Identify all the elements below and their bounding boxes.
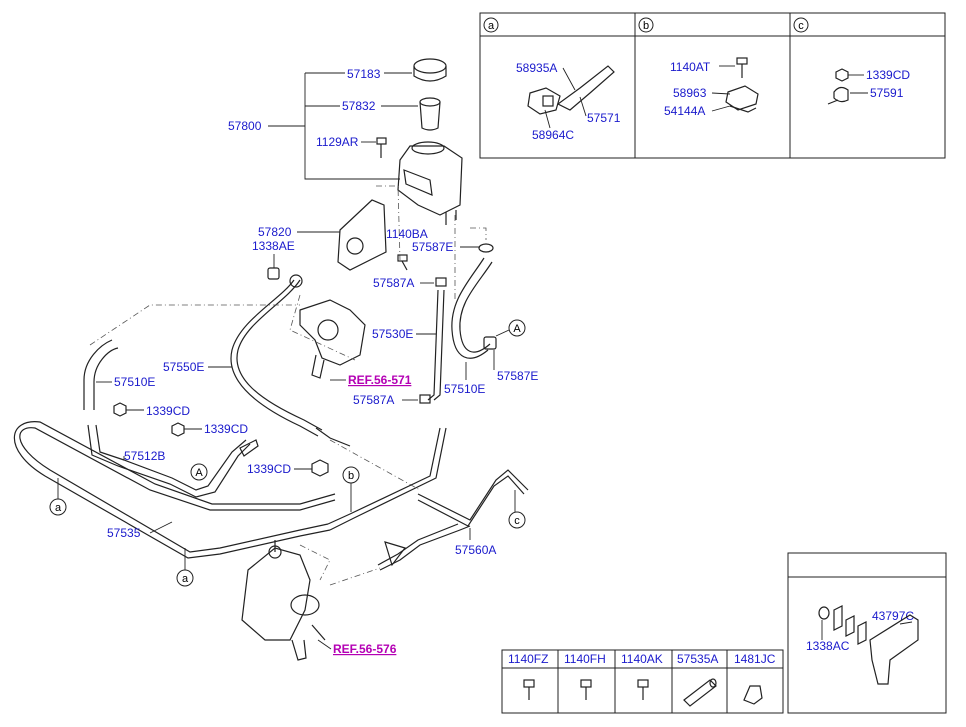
label-57587A-bottom: 57587A <box>353 393 394 407</box>
label-1140BA: 1140BA <box>386 227 428 241</box>
label-57512B: 57512B <box>124 449 165 463</box>
bolt-1140AK-drawing <box>637 679 649 700</box>
table-header-b: b <box>643 20 649 32</box>
label-57820: 57820 <box>258 225 292 239</box>
callout-a-left: a <box>55 502 62 514</box>
label-1338AC: 1338AC <box>806 639 850 653</box>
header-1140AK: 1140AK <box>621 652 663 666</box>
reservoir-cap-drawing <box>413 58 447 82</box>
label-1140AT: 1140AT <box>670 60 711 74</box>
hose-57550E-drawing <box>230 274 351 447</box>
detail-table: a b c 58935A 57571 58964C 1140AT 58963 5… <box>479 12 946 159</box>
label-57587A-top: 57587A <box>373 276 414 290</box>
strainer-drawing <box>419 97 441 131</box>
reference-56-571[interactable]: REF.56-571 <box>348 373 412 387</box>
header-1140FH: 1140FH <box>564 652 606 666</box>
callout-A-right: A <box>513 323 521 335</box>
pipe-57560A: b 57560A c <box>327 427 529 586</box>
label-57530E: 57530E <box>372 327 413 341</box>
label-57587E-top: 57587E <box>412 240 453 254</box>
steering-gear: REF.56-576 <box>241 540 397 661</box>
label-58935A: 58935A <box>516 61 557 75</box>
bolt-1140FH-drawing <box>580 679 592 700</box>
label-57560A: 57560A <box>455 543 496 557</box>
label-57510E-right: 57510E <box>444 382 485 396</box>
label-57510E-left: 57510E <box>114 375 155 389</box>
sleeve-57535A-drawing <box>683 678 717 707</box>
callout-c: c <box>514 515 520 527</box>
label-57591: 57591 <box>870 86 904 100</box>
reference-56-576[interactable]: REF.56-576 <box>333 642 397 656</box>
table-header-a: a <box>488 20 495 32</box>
bolt-1129AR-drawing <box>376 137 387 158</box>
label-1339CD-c: 1339CD <box>247 462 291 476</box>
label-57800: 57800 <box>228 119 262 133</box>
label-57535: 57535 <box>107 526 141 540</box>
label-1338AE: 1338AE <box>252 239 295 253</box>
bracket-57571-drawing <box>527 65 615 115</box>
label-57832: 57832 <box>342 99 376 113</box>
label-1339CD-a: 1339CD <box>146 404 190 418</box>
label-57587E-right: 57587E <box>497 369 538 383</box>
label-1339CD-c: 1339CD <box>866 68 910 82</box>
label-54144A: 54144A <box>664 104 705 118</box>
cooler-area: 57510E 1339CD 1339CD 57512B A 57535 a a … <box>13 304 336 587</box>
bracket-57820: 57820 1140BA <box>258 185 428 271</box>
label-58963: 58963 <box>673 86 707 100</box>
label-1129AR: 1129AR <box>316 135 359 149</box>
callout-a-bottom: a <box>182 573 189 585</box>
clamp-54144A-drawing <box>725 57 759 113</box>
clip-57591-drawing <box>827 68 849 105</box>
bracket-box: 43797C 1338AC <box>787 552 947 714</box>
reservoir-assembly: 57183 57832 57800 1129AR <box>228 58 463 225</box>
header-57535A: 57535A <box>677 652 718 666</box>
reservoir-tank-drawing <box>397 141 463 225</box>
return-hoses: 57587E 57587A 57530E 57587E 57510E A 575… <box>353 215 538 407</box>
header-1481JC: 1481JC <box>734 652 776 666</box>
pump-area: 1338AE 57550E REF.56-571 <box>163 239 412 447</box>
label-57183: 57183 <box>347 67 381 81</box>
power-steering-pump-drawing <box>289 294 366 379</box>
label-1339CD-b: 1339CD <box>204 422 248 436</box>
callout-b: b <box>348 470 354 482</box>
fastener-table: 1140FZ 1140FH 1140AK 57535A 1481JC <box>501 649 784 714</box>
header-1140FZ: 1140FZ <box>508 652 548 666</box>
table-header-c: c <box>798 20 804 32</box>
label-58964C: 58964C <box>532 128 574 142</box>
label-57550E: 57550E <box>163 360 204 374</box>
callout-A-left: A <box>195 467 203 479</box>
clip-1481JC-drawing <box>743 685 763 705</box>
label-57571: 57571 <box>587 111 621 125</box>
bolt-1140FZ-drawing <box>523 679 535 700</box>
